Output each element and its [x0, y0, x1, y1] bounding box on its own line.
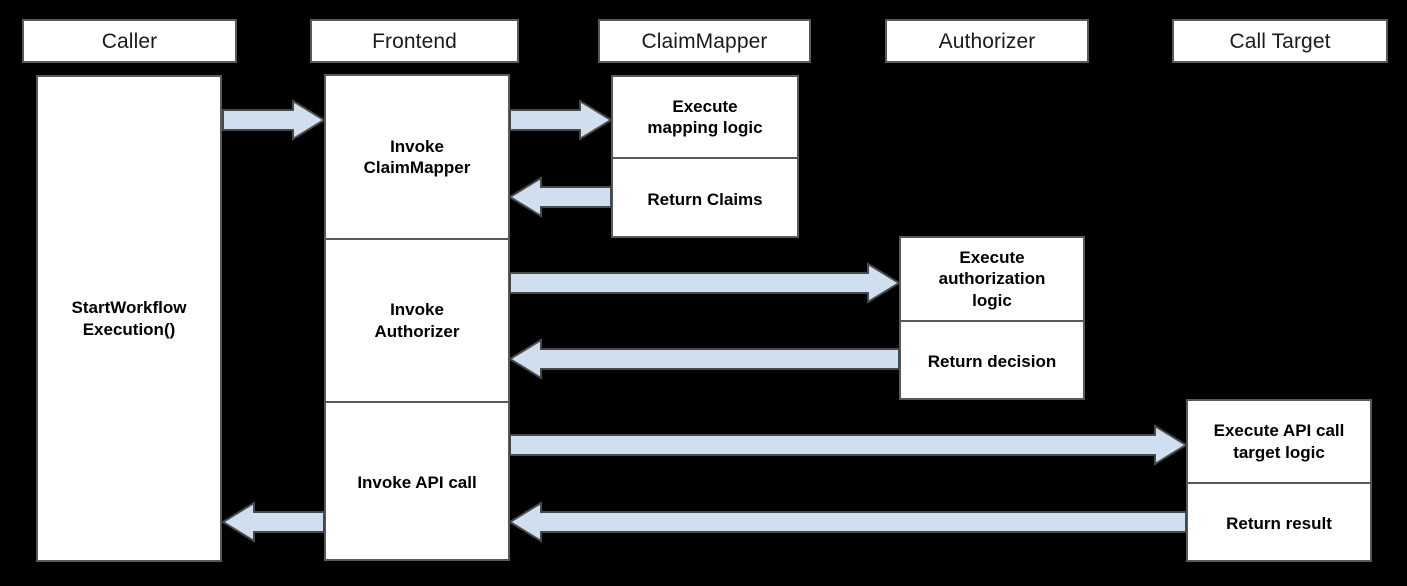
activation-calltarget-segment-return-result: Return result: [1188, 482, 1370, 564]
arrow-frontend-to-caller: [221, 501, 325, 543]
lane-header-frontend-label: Frontend: [372, 29, 457, 53]
lane-header-frontend: Frontend: [310, 19, 519, 63]
lane-header-claimmapper-label: ClaimMapper: [641, 29, 768, 53]
lane-header-caller-label: Caller: [101, 29, 158, 53]
arrow-authorizer-to-frontend: [508, 338, 900, 380]
lane-header-authorizer: Authorizer: [885, 19, 1089, 63]
lane-header-claimmapper: ClaimMapper: [598, 19, 811, 63]
lane-header-caller: Caller: [22, 19, 237, 63]
arrow-caller-to-frontend: [222, 99, 326, 141]
activation-claimmapper-segment-return-claims: Return Claims: [613, 157, 797, 240]
activation-frontend-segment-invoke-api-call: Invoke API call: [326, 401, 508, 563]
arrow-frontend-to-authorizer: [509, 262, 901, 304]
arrow-claimmapper-to-frontend: [508, 176, 612, 218]
activation-authorizer-segment-return-decision: Return decision: [901, 320, 1083, 402]
arrow-frontend-to-calltarget: [509, 424, 1188, 466]
lane-header-calltarget-label: Call Target: [1229, 29, 1331, 53]
lane-header-authorizer-label: Authorizer: [938, 29, 1036, 53]
arrow-frontend-to-claimmapper: [509, 99, 613, 141]
arrow-calltarget-to-frontend: [508, 501, 1187, 543]
lane-header-calltarget: Call Target: [1172, 19, 1388, 63]
